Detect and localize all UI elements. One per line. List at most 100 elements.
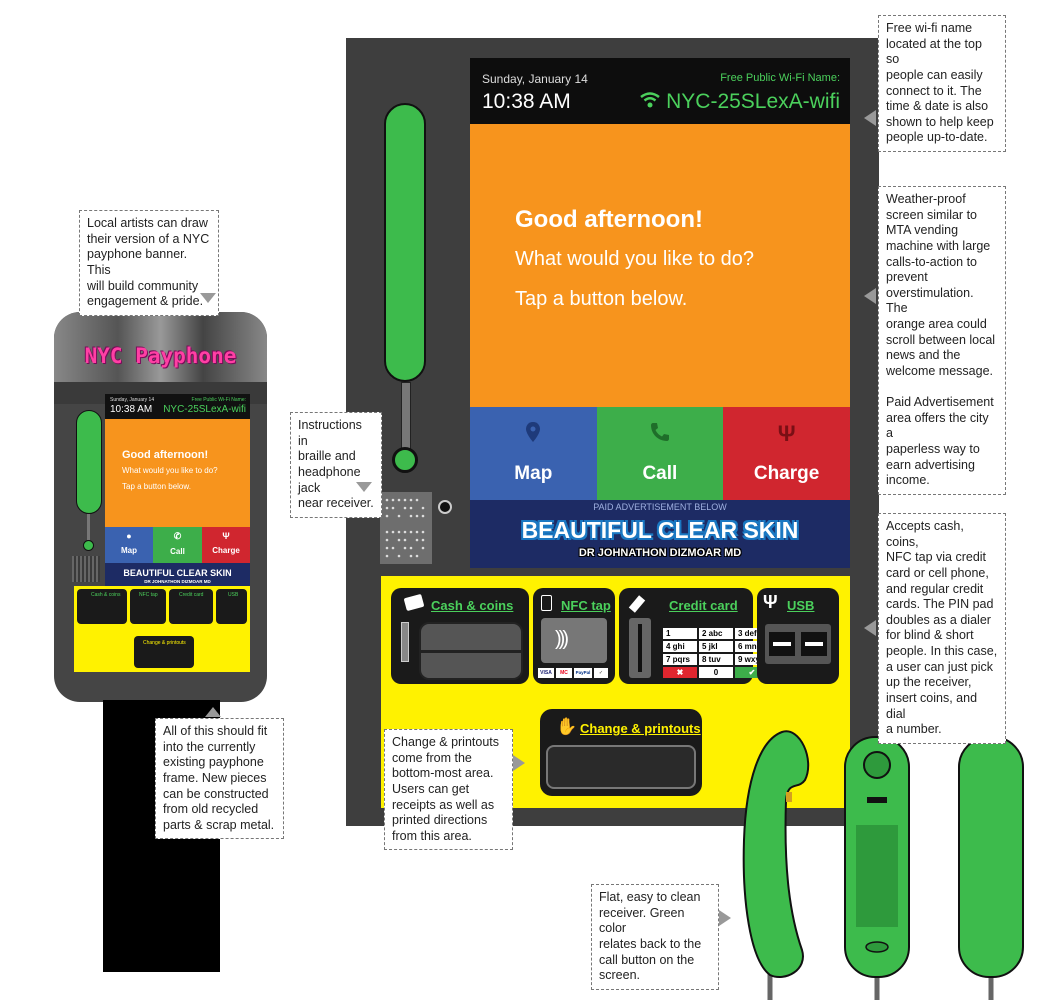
banner-title: NYC Payphone bbox=[84, 344, 237, 368]
key-5[interactable]: 5 jkl bbox=[699, 641, 733, 652]
call-button[interactable]: Call bbox=[596, 407, 724, 500]
key-4[interactable]: 4 ghi bbox=[663, 641, 697, 652]
phone-icon bbox=[597, 421, 724, 449]
small-mod-nfc-label: NFC tap bbox=[139, 592, 158, 598]
card-slot[interactable] bbox=[629, 618, 651, 678]
phone-device-icon bbox=[541, 595, 552, 611]
headphone-jack[interactable] bbox=[438, 500, 452, 514]
small-mod-credit-label: Credit card bbox=[179, 592, 204, 598]
note-change: Change & printouts come from the bottom-… bbox=[384, 729, 513, 851]
small-btn-map-label: Map bbox=[121, 546, 137, 555]
greeting-text: Good afternoon! bbox=[515, 206, 703, 233]
nfc-logo-mastercard: MC bbox=[556, 668, 572, 678]
change-module[interactable]: ✋ Change & printouts bbox=[540, 709, 702, 796]
change-tray[interactable] bbox=[546, 745, 696, 789]
call-button-label: Call bbox=[642, 463, 678, 484]
key-ok[interactable]: ✔ bbox=[735, 667, 769, 678]
usb-module[interactable]: Ψ USB bbox=[757, 588, 839, 684]
usb-label: USB bbox=[787, 598, 815, 613]
note-weather: Weather-proof screen similar to MTA vend… bbox=[878, 186, 1006, 495]
nfc-logo-other: ✓ bbox=[594, 668, 608, 678]
small-map-pin-icon: ● bbox=[126, 531, 132, 541]
charge-button[interactable]: Ψ Charge bbox=[723, 407, 850, 500]
note-fit: All of this should fit into the currentl… bbox=[155, 718, 284, 840]
map-button-label: Map bbox=[514, 463, 553, 484]
small-question: What would you like to do? bbox=[122, 466, 218, 475]
small-wifi-name: NYC-25SLexA-wifi bbox=[163, 404, 246, 415]
status-bar: Sunday, January 14 10:38 AM Free Public … bbox=[470, 58, 850, 124]
advertisement[interactable]: BEAUTIFUL CLEAR SKIN DR JOHNATHON DIZMOA… bbox=[470, 514, 850, 568]
note-pointer bbox=[864, 620, 876, 636]
charge-button-label: Charge bbox=[753, 463, 820, 484]
small-mod-usb-label: USB bbox=[228, 592, 239, 598]
change-label: Change & printouts bbox=[580, 721, 701, 736]
note-pointer bbox=[864, 288, 876, 304]
ad-header: PAID ADVERTISEMENT BELOW bbox=[470, 500, 850, 514]
small-wifi-title: Free Public Wi-Fi Name: bbox=[191, 397, 246, 403]
small-speaker-grille bbox=[72, 556, 100, 582]
pin-pad: 1 2 abc 3 def 4 ghi 5 jkl 6 mno 7 pqrs 8… bbox=[663, 628, 769, 678]
key-1[interactable]: 1 bbox=[663, 628, 697, 639]
note-local-artists: Local artists can draw their version of … bbox=[79, 210, 219, 316]
small-btn-call-label: Call bbox=[170, 547, 185, 556]
map-button[interactable]: Map bbox=[470, 407, 597, 500]
small-mod-credit[interactable]: Credit card bbox=[169, 589, 213, 624]
note-wifi: Free wi-fi name located at the top so pe… bbox=[878, 15, 1006, 152]
key-0[interactable]: 0 bbox=[699, 667, 733, 678]
small-mod-usb[interactable]: USB bbox=[216, 589, 247, 624]
cash-module[interactable]: Cash & coins bbox=[391, 588, 529, 684]
time-text: 10:38 AM bbox=[482, 90, 571, 113]
small-ad: BEAUTIFUL CLEAR SKIN DR JOHNATHON DIZMOA… bbox=[105, 563, 250, 588]
question-text: What would you like to do? bbox=[515, 248, 755, 270]
note-pointer bbox=[719, 910, 731, 926]
banner-art bbox=[54, 312, 267, 382]
small-instruction: Tap a button below. bbox=[122, 482, 191, 491]
small-screen: Sunday, January 14 10:38 AM Free Public … bbox=[105, 394, 250, 588]
small-mod-cash-label: Cash & coins bbox=[91, 592, 121, 598]
hand-icon: ✋ bbox=[556, 717, 578, 736]
cash-label: Cash & coins bbox=[431, 598, 514, 613]
key-6[interactable]: 6 mno bbox=[735, 641, 769, 652]
cash-icon bbox=[403, 593, 425, 612]
receiver-cord bbox=[401, 382, 411, 454]
wifi-title: Free Public Wi-Fi Name: bbox=[720, 72, 840, 84]
wifi-name: NYC-25SLexA-wifi bbox=[666, 90, 840, 113]
small-phone-icon: ✆ bbox=[173, 531, 182, 541]
nfc-module[interactable]: NFC tap ))) VISA MC PayPal ✓ bbox=[533, 588, 615, 684]
ad-subtitle: DR JOHNATHON DIZMOAR MD bbox=[578, 547, 742, 559]
panel-receiver[interactable] bbox=[384, 103, 426, 382]
small-mod-nfc[interactable]: NFC tap bbox=[130, 589, 166, 624]
receiver-cord-ring bbox=[392, 447, 418, 473]
note-braille: Instructions in braille and headphone ja… bbox=[290, 412, 382, 518]
wifi-icon bbox=[640, 90, 660, 114]
key-7[interactable]: 7 pqrs bbox=[663, 654, 697, 665]
note-pointer bbox=[205, 707, 221, 717]
small-mod-cash[interactable]: Cash & coins bbox=[77, 589, 127, 624]
small-btn-charge[interactable]: Ψ Charge bbox=[202, 527, 250, 563]
nfc-logo-paypal: PayPal bbox=[574, 668, 592, 678]
credit-module[interactable]: Credit card 1 2 abc 3 def 4 ghi 5 jkl 6 … bbox=[619, 588, 769, 684]
nfc-logo-visa: VISA bbox=[538, 668, 554, 678]
nfc-pad[interactable]: ))) bbox=[541, 618, 607, 663]
key-9[interactable]: 9 wxyz bbox=[735, 654, 769, 665]
key-8[interactable]: 8 tuv bbox=[699, 654, 733, 665]
nfc-label: NFC tap bbox=[561, 598, 611, 613]
key-cancel[interactable]: ✖ bbox=[663, 667, 697, 678]
usb-icon: Ψ bbox=[777, 421, 796, 446]
small-btn-call[interactable]: ✆ Call bbox=[153, 527, 202, 563]
key-2[interactable]: 2 abc bbox=[699, 628, 733, 639]
key-3[interactable]: 3 def bbox=[735, 628, 769, 639]
small-time: 10:38 AM bbox=[110, 404, 153, 415]
small-mod-change[interactable]: Change & printouts bbox=[134, 636, 194, 668]
usb-ports[interactable] bbox=[765, 624, 831, 664]
small-btn-charge-label: Charge bbox=[212, 546, 240, 555]
braille-panel bbox=[380, 492, 432, 564]
bill-acceptor[interactable] bbox=[419, 622, 523, 680]
small-mod-change-label: Change & printouts bbox=[143, 640, 186, 646]
small-kiosk: NYC Payphone Sunday, January 14 10:38 AM… bbox=[54, 312, 267, 702]
small-btn-map[interactable]: ● Map bbox=[105, 527, 153, 563]
small-handset[interactable] bbox=[76, 410, 102, 514]
small-greeting: Good afternoon! bbox=[122, 449, 209, 461]
coin-slot[interactable] bbox=[401, 622, 409, 662]
receiver-side-view bbox=[742, 730, 810, 1000]
